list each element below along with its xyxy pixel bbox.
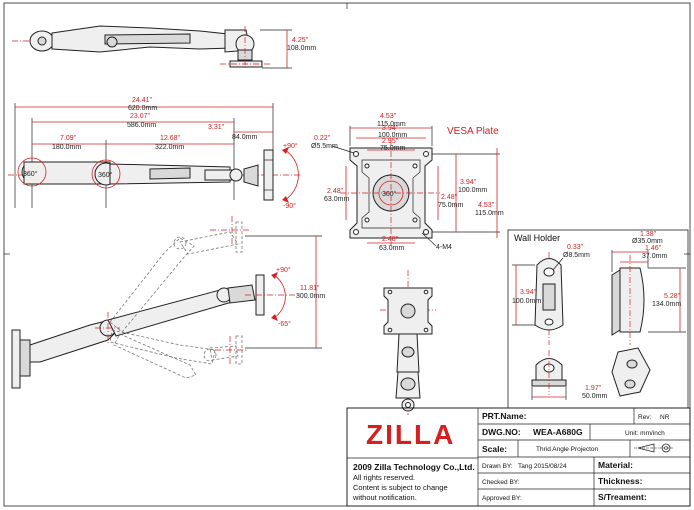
wall-hole-in: 0.33" xyxy=(567,244,584,251)
drawing-number-value: WEA-A680G xyxy=(533,427,583,437)
seg1-in: 7.09" xyxy=(60,135,77,142)
arm-height-in: 11.81" xyxy=(300,285,320,292)
notice-line-2: without notification. xyxy=(352,493,417,502)
vesa-h100-mm: 100.0mm xyxy=(458,187,487,194)
vesa-h75-mm: 75.0mm xyxy=(438,202,463,209)
seg3-in: 3.31" xyxy=(208,124,225,131)
wall-pole-mm: Ø35.0mm xyxy=(632,238,663,245)
wall-hole-mm: Ø8.5mm xyxy=(563,252,590,259)
vesa-h115-mm: 115.0mm xyxy=(475,210,504,217)
vesa-w2-mm: 100.0mm xyxy=(378,132,407,139)
side-view: 24.41" 620.0mm 23.07" 586.0mm 7.09" 180.… xyxy=(8,97,300,210)
wall-depth-in: 1.46" xyxy=(645,245,662,252)
company-logo: ZILLA xyxy=(366,419,455,450)
vesa-hole-mm: Ø5.5mm xyxy=(311,143,338,150)
part-name-label: PRT.Name: xyxy=(482,411,527,421)
title-block: ZILLA 2009 Zilla Technology Co.,Ltd. All… xyxy=(346,407,691,507)
thickness-label: Thickness: xyxy=(598,476,643,486)
vesa-left-mm: 63.0mm xyxy=(324,196,349,203)
vesa-rotation: 360° xyxy=(382,190,397,198)
top-height-in: 4.25" xyxy=(292,37,309,44)
material-label: Material: xyxy=(598,460,633,470)
wall-height-mm: 100.0mm xyxy=(512,298,541,305)
front-view xyxy=(380,270,436,415)
vesa-h115-in: 4.53" xyxy=(478,202,495,209)
vesa-bottom-mm: 63.0mm xyxy=(379,245,404,252)
seg3-mm: 84.0mm xyxy=(232,134,257,141)
vesa-w1-mm: 115.0mm xyxy=(377,121,406,128)
drawn-by-label: Drawn BY: xyxy=(482,463,513,470)
vesa-w3-in: 2.95" xyxy=(382,138,399,145)
reach-in: 23.07" xyxy=(130,113,151,120)
drawing-number-label: DWG.NO: xyxy=(482,427,521,437)
wall-base-in: 1.97" xyxy=(585,385,602,392)
overall-length-in: 24.41" xyxy=(132,97,153,104)
vesa-h100-in: 3.94" xyxy=(460,179,477,186)
rev-value: NR xyxy=(660,414,670,421)
wall-holder-panel: Wall Holder 0.33" Ø8.5mm 3.94" 100.0mm 1… xyxy=(507,229,689,409)
vesa-plate-view: VESA Plate 360° 4.53" 115.0mm 3.94" 100.… xyxy=(311,113,504,252)
vesa-h75-in: 2.48" xyxy=(441,194,458,201)
treatment-label: S/Treament: xyxy=(598,492,647,502)
projection-label: Thrid Angle Projecton xyxy=(536,446,599,453)
approved-by-label: Approved BY: xyxy=(482,495,522,502)
drawn-by-value: Tang 2015/08/24 xyxy=(518,463,567,470)
arm-range-view: +90° -65° 11.81" 300.0mm xyxy=(11,216,325,389)
seg2-mm: 322.0mm xyxy=(155,144,184,151)
vesa-w2-in: 3.94" xyxy=(382,125,399,132)
top-height-mm: 108.0mm xyxy=(287,45,316,52)
arm-height-mm: 300.0mm xyxy=(296,293,325,300)
vesa-title: VESA Plate xyxy=(447,126,499,137)
rotation-2: 360° xyxy=(98,171,113,179)
arm-tilt-up: +90° xyxy=(276,266,291,274)
wall-holder-title: Wall Holder xyxy=(514,233,560,243)
seg1-mm: 180.0mm xyxy=(52,144,81,151)
overall-length-mm: 620.0mm xyxy=(128,105,157,112)
vesa-hole-in: 0.22" xyxy=(314,135,331,142)
wall-total-mm: 134.0mm xyxy=(652,301,681,308)
wall-height-in: 3.94" xyxy=(520,289,537,296)
wall-total-in: 5.28" xyxy=(664,293,681,300)
scale-label: Scale: xyxy=(482,444,507,454)
rights: All rights reserved. xyxy=(353,473,415,482)
side-tilt-up: +90° xyxy=(283,142,298,150)
top-view: 4.25" 108.0mm xyxy=(12,25,316,70)
unit-label: Unit: mm/inch xyxy=(625,430,665,437)
reach-mm: 586.0mm xyxy=(127,122,156,129)
rotation-1: 360° xyxy=(23,170,38,178)
checked-by-label: Checked BY: xyxy=(482,479,520,486)
vesa-w1-in: 4.53" xyxy=(380,113,397,120)
side-tilt-down: -90° xyxy=(283,202,296,210)
vesa-left-in: 2.48" xyxy=(327,188,344,195)
arm-tilt-down: -65° xyxy=(278,320,291,328)
vesa-bottom-in: 2.48" xyxy=(382,236,399,243)
wall-depth-mm: 37.0mm xyxy=(642,253,667,260)
notice-line-1: Content is subject to change xyxy=(353,483,448,492)
vesa-w3-mm: 75.0mm xyxy=(380,145,405,152)
rev-label: Rev: xyxy=(638,414,652,421)
wall-pole-in: 1.38" xyxy=(640,231,657,238)
third-angle-projection-icon xyxy=(634,443,674,453)
vesa-screws: 4-M4 xyxy=(436,244,452,251)
seg2-in: 12.68" xyxy=(160,135,181,142)
wall-base-mm: 50.0mm xyxy=(582,393,607,400)
copyright: 2009 Zilla Technology Co.,Ltd. xyxy=(353,462,475,472)
